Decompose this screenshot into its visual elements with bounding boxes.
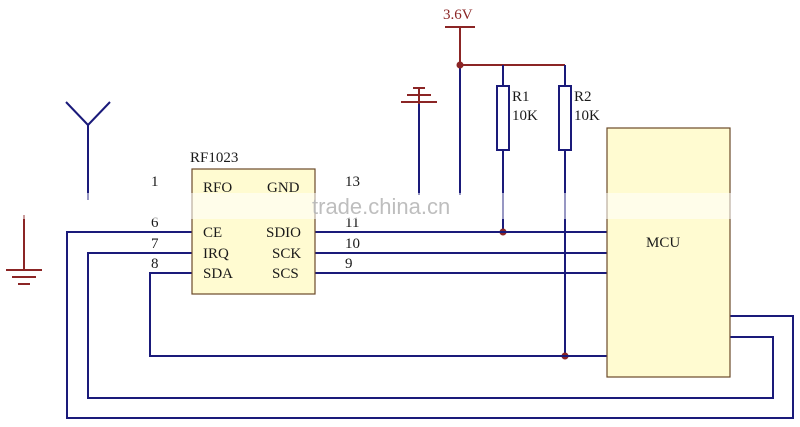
pin-number-7: 7 bbox=[151, 236, 159, 252]
watermark: trade.china.cn bbox=[0, 193, 800, 219]
r2-ref: R2 bbox=[574, 89, 592, 105]
ground-symbol-left bbox=[6, 215, 42, 285]
pin-gnd: GND bbox=[267, 180, 300, 196]
resistor-r1: R1 10K bbox=[496, 65, 538, 236]
pin-number-9: 9 bbox=[345, 256, 353, 272]
resistor-r2: R2 10K bbox=[558, 65, 600, 360]
mcu-block: MCU bbox=[606, 127, 731, 378]
pin-number-13: 13 bbox=[345, 174, 360, 190]
pin-number-1: 1 bbox=[151, 174, 159, 190]
pin-sdio: SDIO bbox=[266, 225, 301, 241]
chip-name: RF1023 bbox=[190, 150, 238, 166]
r2-value: 10K bbox=[574, 108, 600, 124]
ground-symbol-top bbox=[401, 87, 437, 195]
pin-sck: SCK bbox=[272, 246, 301, 262]
pin-number-10: 10 bbox=[345, 236, 360, 252]
pin-sda: SDA bbox=[203, 266, 233, 282]
antenna-symbol bbox=[65, 101, 111, 200]
rf1023-chip: RF1023 RFO CE IRQ SDA GND SDIO SCK SCS 1… bbox=[151, 150, 360, 295]
pin-irq: IRQ bbox=[203, 246, 229, 262]
pin-scs: SCS bbox=[272, 266, 299, 282]
r1-value: 10K bbox=[512, 108, 538, 124]
power-label: 3.6V bbox=[443, 7, 473, 23]
pin-number-8: 8 bbox=[151, 256, 159, 272]
power-rail: 3.6V bbox=[443, 7, 565, 195]
watermark-text: trade.china.cn bbox=[312, 194, 450, 219]
pin-number-6: 6 bbox=[151, 215, 159, 231]
r1-ref: R1 bbox=[512, 89, 530, 105]
mcu-label: MCU bbox=[646, 235, 680, 251]
signal-wires bbox=[66, 231, 794, 419]
pin-rfo: RFO bbox=[203, 180, 232, 196]
pin-ce: CE bbox=[203, 225, 222, 241]
